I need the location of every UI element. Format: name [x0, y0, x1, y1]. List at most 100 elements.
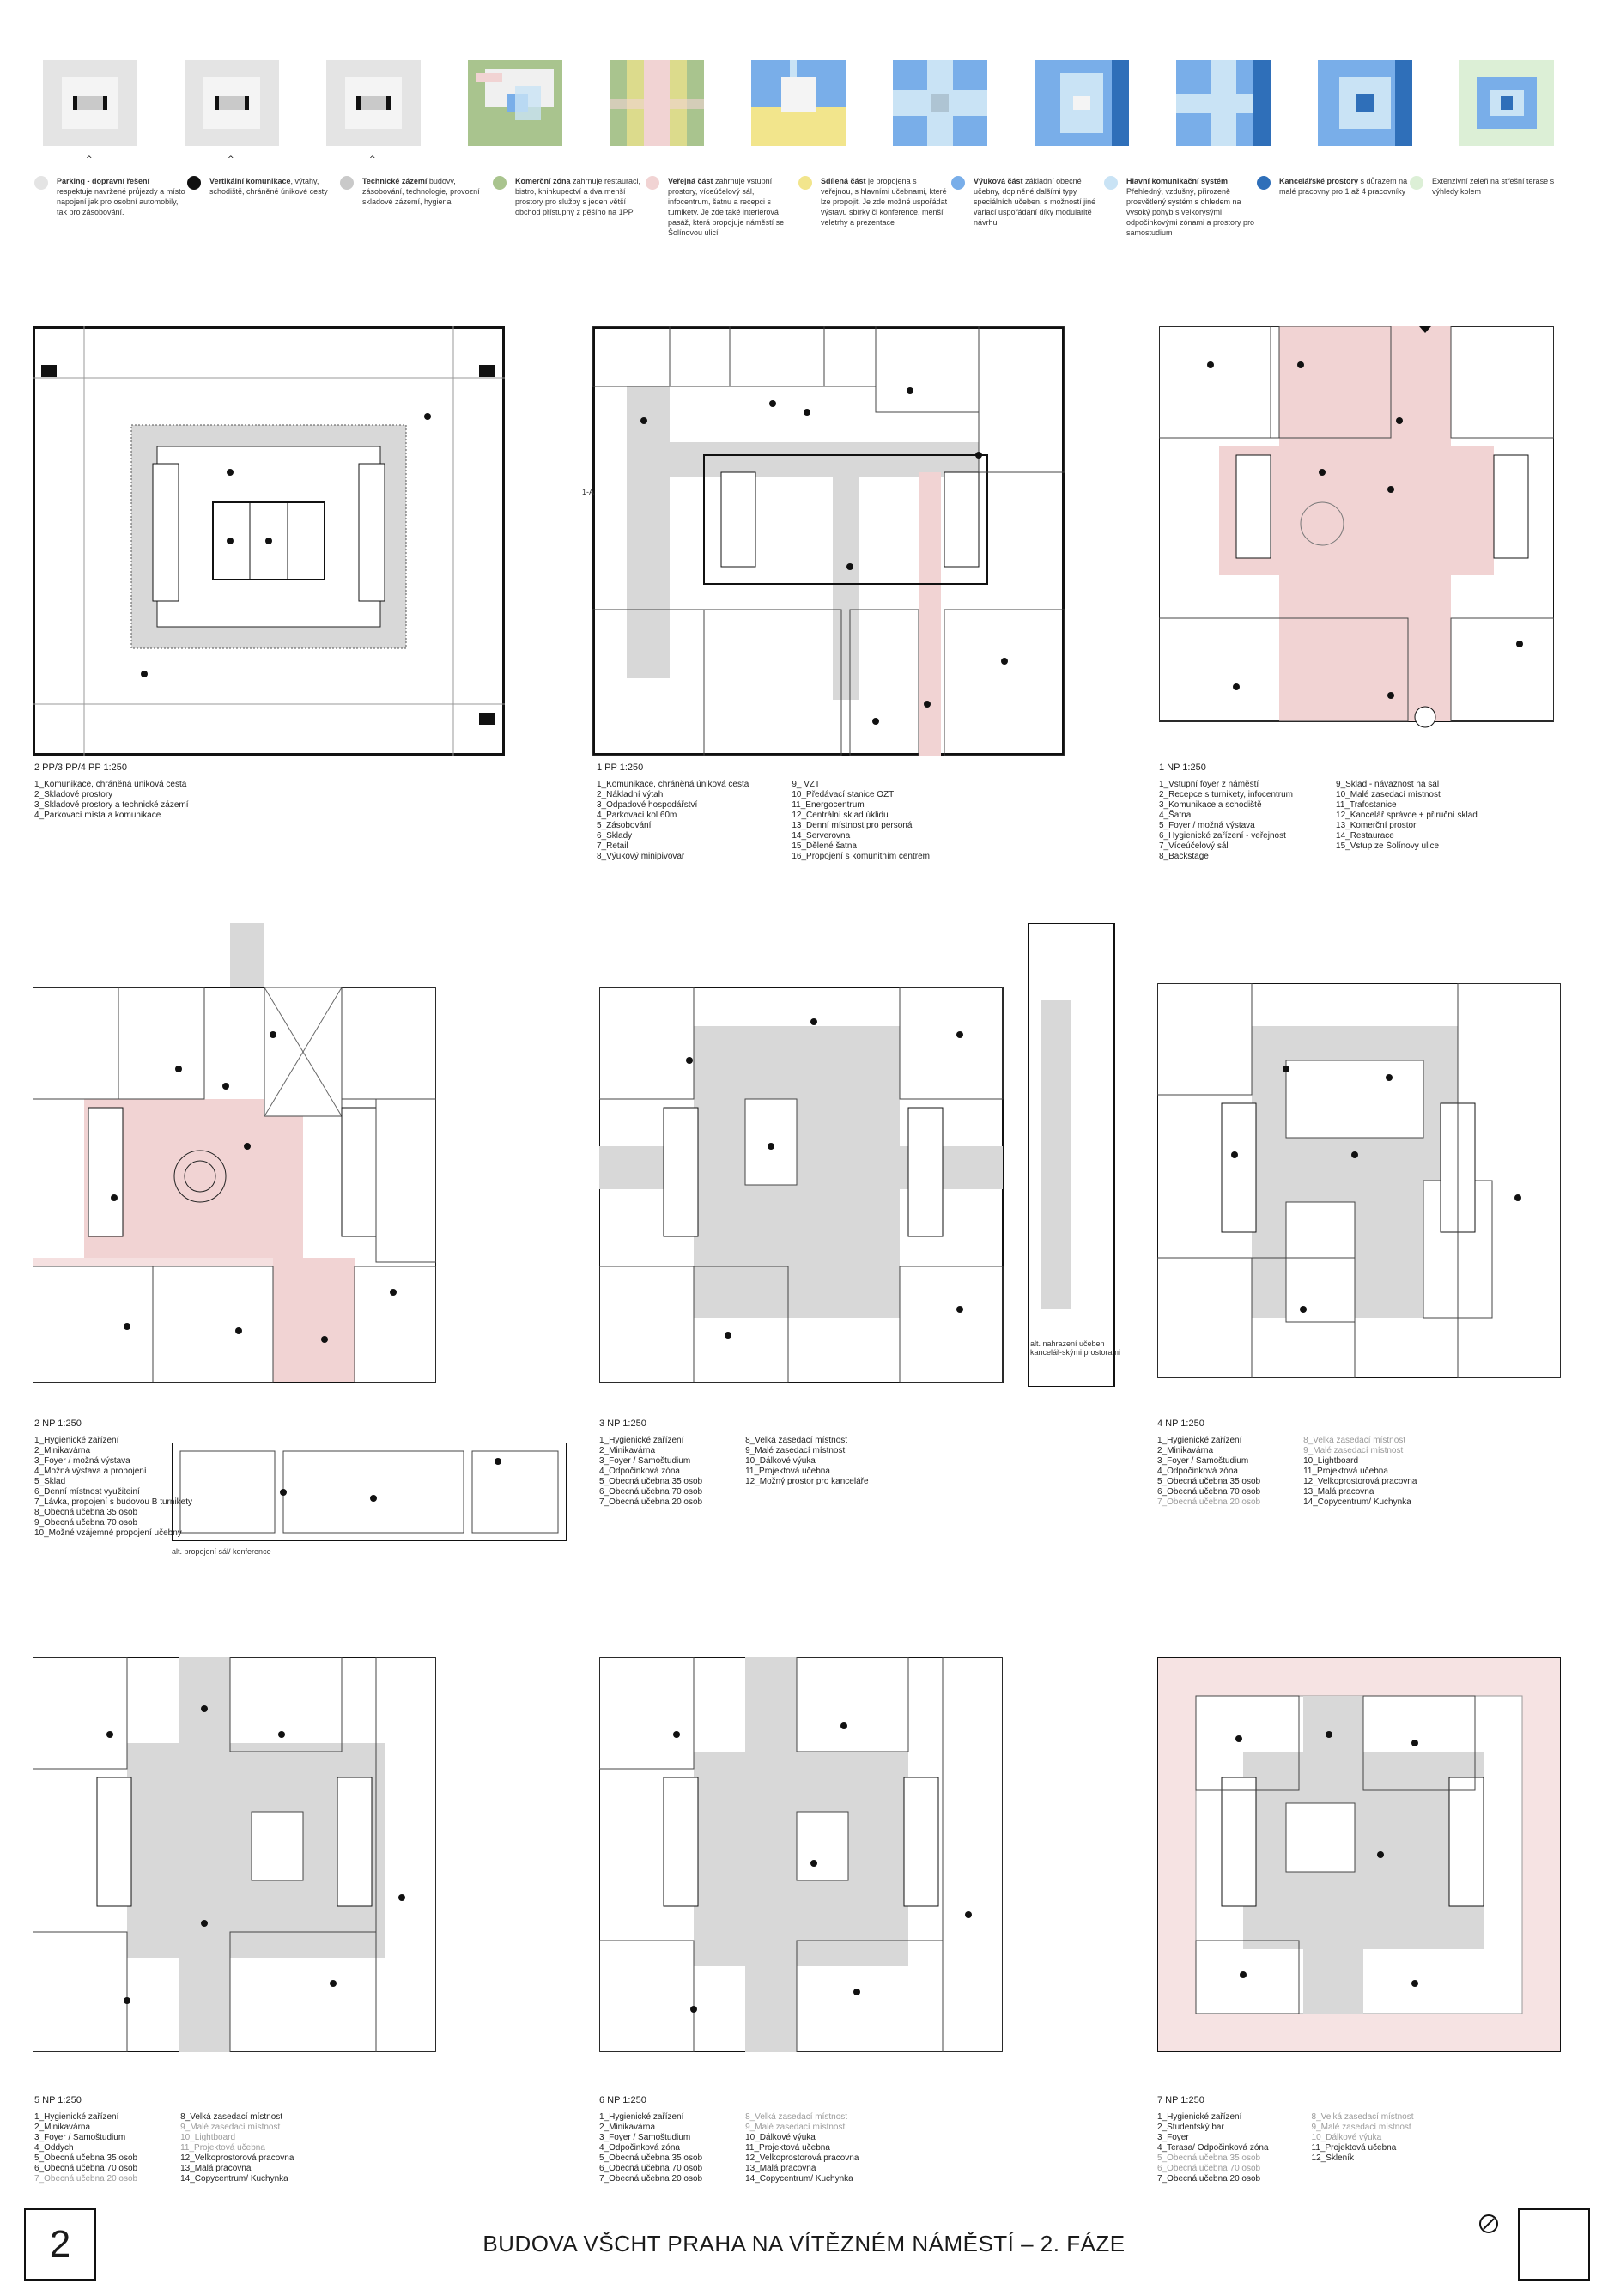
plan-legend-line: 7_Obecná učebna 20 osob [599, 1497, 703, 1507]
plan-legend-line: 3_Foyer [1157, 2133, 1189, 2142]
legend-description: základní obecné učebny, doplněné dalšími… [974, 177, 1096, 227]
plan-legend-line: 3_Foyer / Samoštudium [599, 2133, 691, 2142]
plan-legend-line: 1_Hygienické zařízení [34, 2112, 119, 2122]
plan-legend-line: 5_Foyer / možná výstava [1159, 821, 1255, 830]
plan-legend-line: 11_Energocentrum [792, 800, 865, 810]
plan-legend-line: 5_Obecná učebna 35 osob [34, 2153, 138, 2163]
plan-legend-line: 12_Velkoprostorová pracovna [745, 2153, 859, 2163]
plan-legend-line: 10_Možné vzájemné propojení učebny [34, 1528, 182, 1538]
plan-title: 5 NP 1:250 [34, 2095, 82, 2105]
plan-legend-line: 7_Retail [597, 841, 628, 851]
plan-legend-line: 3_Skladové prostory a technické zázemí [34, 800, 189, 810]
plan-legend-line: 11_Projektová učebna [745, 1467, 830, 1476]
diagram-public [610, 60, 704, 146]
legend-description: zahrnuje restauraci, bistro, knihkupectv… [515, 177, 641, 216]
plan-3np [599, 923, 1115, 1387]
plan-legend-line: 3_Foyer / Samoštudium [34, 2133, 126, 2142]
legend-swatch [340, 176, 354, 190]
plan-2pp [33, 326, 505, 756]
plan-legend-line: 14_Restaurace [1336, 831, 1394, 841]
plan-legend-line: 3_Odpadové hospodářství [597, 800, 698, 810]
plan-5np [33, 1657, 436, 2052]
plan-legend-line: 10_Lightboard [180, 2133, 236, 2142]
diagram-shared [751, 60, 846, 146]
plan-legend-line: 6_Obecná učebna 70 osob [599, 1487, 703, 1497]
plan-title: 3 NP 1:250 [599, 1418, 646, 1429]
diagram-main-communication [1176, 60, 1271, 146]
plan-legend-line: 13_Malá pracovna [180, 2164, 252, 2173]
legend-text: Veřejná část zahrnuje vstupní prostory, … [668, 176, 797, 238]
plan-legend-line: 9_Malé zasedací místnost [1311, 2123, 1411, 2132]
plan-legend-line: 1_Hygienické zařízení [599, 1436, 684, 1445]
plan-legend-line: 1_Hygienické zařízení [1157, 2112, 1242, 2122]
plan-title: 1 NP 1:250 [1159, 762, 1206, 773]
legend-swatch [1104, 176, 1118, 190]
plan-legend-line: 9_Malé zasedací místnost [1303, 1446, 1404, 1455]
legend-swatch [34, 176, 48, 190]
legend-text: Parking - dopravní řešení respektuje nav… [57, 176, 185, 217]
plan-legend-line: 1_Vstupní foyer z náměstí [1159, 780, 1259, 789]
plan-legend-line: 1_Hygienické zařízení [34, 1436, 119, 1445]
plan-legend-line: 5_Obecná učebna 35 osob [1157, 1477, 1261, 1486]
legend-bold: Sdílená část [821, 177, 866, 185]
tag-1a: 1-A [582, 488, 595, 496]
plan-legend-line: 13_Komerční prostor [1336, 821, 1417, 830]
plan-legend-line: 15_Vstup ze Šolínovy ulice [1336, 841, 1440, 851]
plan-legend-line: 10_Dálkové výuka [745, 2133, 816, 2142]
plan-legend-line: 10_Dálkové výuka [745, 1456, 816, 1466]
plan-legend-line: 4_Parkovací místa a komunikace [34, 811, 161, 820]
plan-title: 7 NP 1:250 [1157, 2095, 1204, 2105]
legend-bold: Kancelářské prostory [1279, 177, 1359, 185]
diagram-vertical [185, 60, 279, 146]
legend-text: Extenzivní zeleň na střešní terase s výh… [1432, 176, 1561, 197]
legend-text: Sdílená část je propojena s veřejnou, s … [821, 176, 950, 228]
plan-title: 4 NP 1:250 [1157, 1418, 1204, 1429]
legend-swatch [798, 176, 812, 190]
plan-legend-line: 14_Copycentrum/ Kuchynka [180, 2174, 288, 2184]
legend-bold: Parking - dopravní řešení [57, 177, 150, 185]
plan-legend-line: 10_Předávací stanice OZT [792, 790, 895, 799]
plan-legend-line: 4_Odpočinková zóna [599, 1467, 680, 1476]
legend-text: Technické zázemí budovy, zásobování, tec… [362, 176, 491, 207]
svg-text:^: ^ [228, 155, 234, 164]
plan-legend-line: 12_Centrální sklad úklidu [792, 811, 889, 820]
plan-legend-line: 9_Malé zasedací místnost [180, 2123, 281, 2132]
diagram-teaching-2 [1035, 60, 1129, 146]
plan-legend-line: 7_Obecná učebna 20 osob [1157, 1497, 1261, 1507]
plan-legend-line: 6_Obecná učebna 70 osob [1157, 2164, 1261, 2173]
legend-bold: Veřejná část [668, 177, 713, 185]
plan-legend-line: 1_Hygienické zařízení [599, 2112, 684, 2122]
plan-title: 6 NP 1:250 [599, 2095, 646, 2105]
plan-legend-line: 2_Minikavárna [1157, 1446, 1214, 1455]
legend-description: zahrnuje vstupní prostory, víceúčelový s… [668, 177, 785, 237]
plan-legend-line: 9_Sklad - návaznost na sál [1336, 780, 1440, 789]
legend-swatch [493, 176, 507, 190]
plan-legend-line: 12_Skleník [1311, 2153, 1355, 2163]
alt-note-2np: alt. propojení sál/ konference [172, 1547, 271, 1556]
plan-legend-line: 3_Foyer / Samoštudium [599, 1456, 691, 1466]
plan-legend-line: 8_Velká zasedací místnost [1311, 2112, 1414, 2122]
legend-text: Výuková část základní obecné učebny, dop… [974, 176, 1102, 228]
plan-legend-line: 15_Dělené šatna [792, 841, 857, 851]
plan-legend-line: 5_Sklad [34, 1477, 66, 1486]
plan-legend-line: 12_Velkoprostorová pracovna [1303, 1477, 1417, 1486]
sheet-title: BUDOVA VŠCHT PRAHA NA VÍTĚZNÉM NÁMĚSTÍ –… [482, 2231, 1126, 2257]
plan-legend-line: 8_Velká zasedací místnost [1303, 1436, 1406, 1445]
plan-legend-line: 3_Foyer / možná výstava [34, 1456, 130, 1466]
plan-legend-line: 13_Denní místnost pro personál [792, 821, 914, 830]
plan-legend-line: 7_Obecná učebna 20 osob [599, 2174, 703, 2184]
plan-legend-line: 16_Propojení s komunitním centrem [792, 852, 930, 861]
plan-7np [1157, 1657, 1561, 2052]
legend-description: je propojena s veřejnou, s hlavními učeb… [821, 177, 948, 227]
plan-legend-line: 11_Trafostanice [1336, 800, 1397, 810]
plan-legend-line: 3_Komunikace a schodiště [1159, 800, 1262, 810]
diagram-office [1318, 60, 1412, 146]
plan-legend-line: 8_Velká zasedací místnost [180, 2112, 283, 2122]
plan-legend-line: 10_Lightboard [1303, 1456, 1359, 1466]
plan-legend-line: 2_Minikavárna [34, 2123, 91, 2132]
plan-legend-line: 14_Serverovna [792, 831, 851, 841]
